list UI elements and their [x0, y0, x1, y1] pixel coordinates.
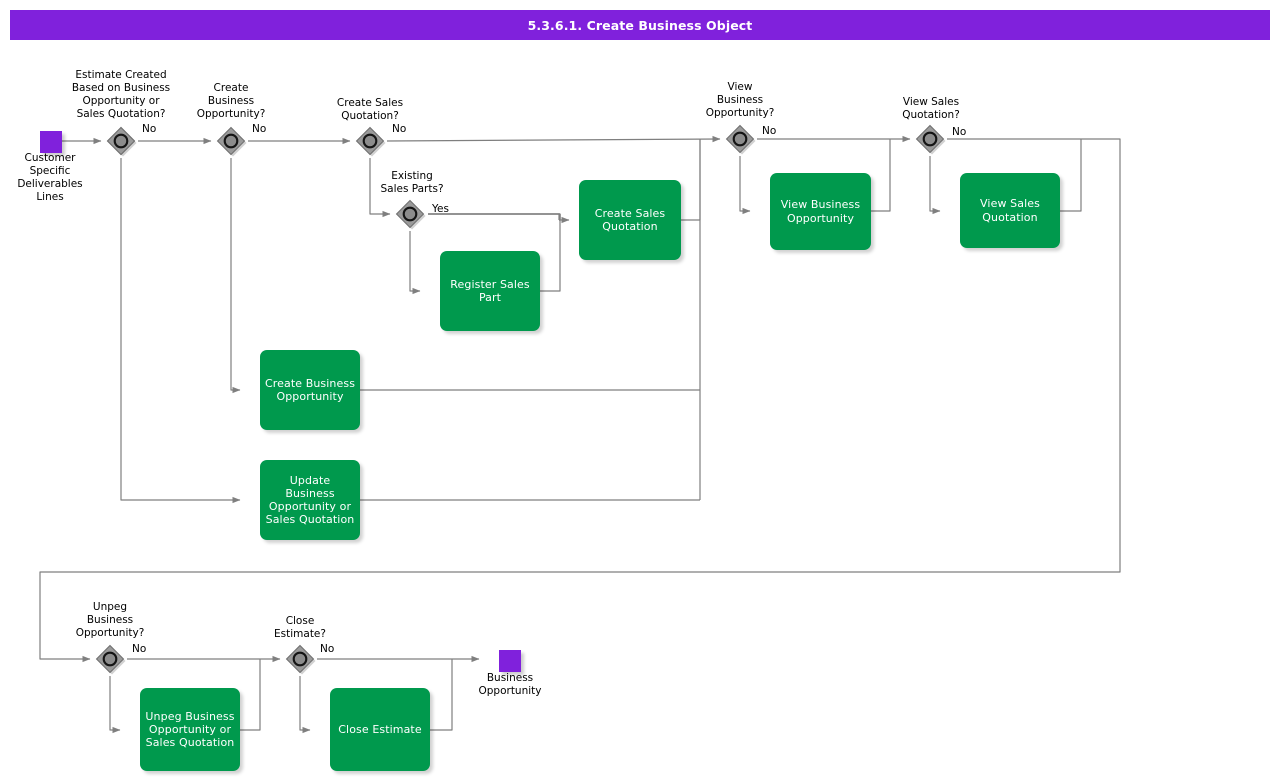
task-create-business-opportunity[interactable]: Create Business Opportunity — [260, 350, 360, 430]
decision-create-business-opportunity[interactable] — [214, 124, 248, 158]
branch-label-d6-no: No — [952, 126, 967, 138]
task-close-estimate[interactable]: Close Estimate — [330, 688, 430, 771]
branch-label-d5-no: No — [762, 125, 777, 137]
decision-label-create-sales-quotation: Create Sales Quotation? — [336, 97, 404, 122]
end-event-business-opportunity[interactable] — [499, 650, 521, 672]
task-update-business-opportunity-or-sales-quotation[interactable]: Update Business Opportunity or Sales Quo… — [260, 460, 360, 540]
branch-label-d7-no: No — [132, 643, 147, 655]
task-create-sales-quotation[interactable]: Create Sales Quotation — [579, 180, 681, 260]
decision-label-view-sales-quotation: View Sales Quotation? — [902, 96, 960, 121]
decision-existing-sales-parts[interactable] — [393, 197, 427, 231]
branch-label-d2-no: No — [252, 123, 267, 135]
decision-view-business-opportunity[interactable] — [723, 122, 757, 156]
task-view-business-opportunity[interactable]: View Business Opportunity — [770, 173, 871, 250]
task-view-sales-quotation[interactable]: View Sales Quotation — [960, 173, 1060, 248]
decision-unpeg-business-opportunity[interactable] — [93, 642, 127, 676]
page-title-bar: 5.3.6.1. Create Business Object — [10, 10, 1270, 40]
decision-label-existing-sales-parts: Existing Sales Parts? — [380, 170, 444, 195]
decision-view-sales-quotation[interactable] — [913, 122, 947, 156]
branch-label-d4-yes: Yes — [432, 203, 449, 215]
decision-create-sales-quotation[interactable] — [353, 124, 387, 158]
end-event-label: Business Opportunity — [478, 672, 542, 697]
decision-estimate-created-based-on-business-opportunity-or-sales-quotation[interactable] — [104, 124, 138, 158]
decision-label-close-estimate: Close Estimate? — [274, 615, 326, 640]
start-event-label: Customer Specific Deliverables Lines — [17, 152, 83, 203]
branch-label-d1-no: No — [142, 123, 157, 135]
task-unpeg-business-opportunity-or-sales-quotation[interactable]: Unpeg Business Opportunity or Sales Quot… — [140, 688, 240, 771]
decision-label-unpeg-business-opportunity: Unpeg Business Opportunity? — [75, 601, 145, 639]
decision-label-create-business-opportunity: Create Business Opportunity? — [196, 82, 266, 120]
branch-label-d3-no: No — [392, 123, 407, 135]
decision-label-estimate-created: Estimate Created Based on Business Oppor… — [71, 69, 171, 120]
decision-label-view-business-opportunity: View Business Opportunity? — [705, 81, 775, 119]
task-register-sales-part[interactable]: Register Sales Part — [440, 251, 540, 331]
branch-label-d8-no: No — [320, 643, 335, 655]
page-title: 5.3.6.1. Create Business Object — [527, 17, 753, 33]
start-event-customer-specific-deliverables-lines[interactable] — [40, 131, 62, 153]
decision-close-estimate[interactable] — [283, 642, 317, 676]
